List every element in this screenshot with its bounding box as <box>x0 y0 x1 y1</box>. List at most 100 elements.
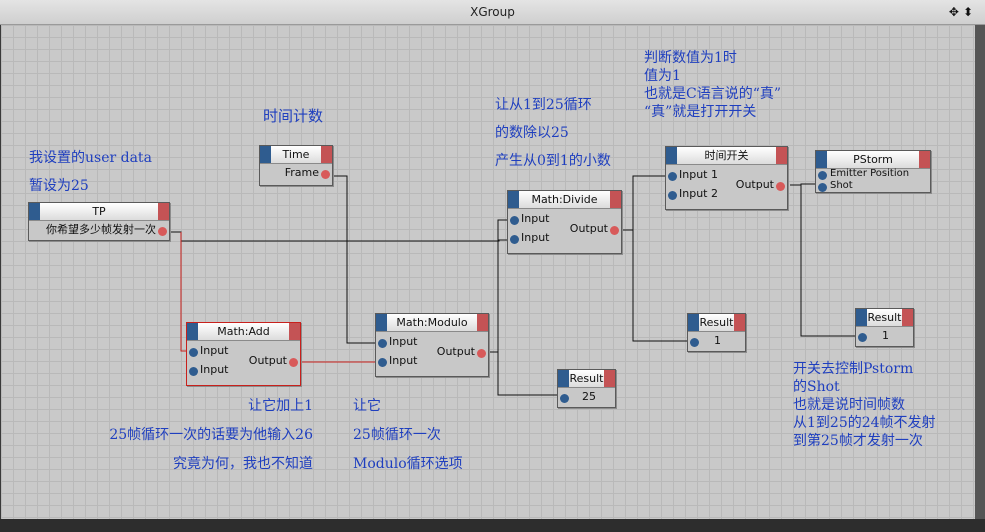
window-controls: ✥ ⬍ <box>949 4 973 20</box>
input-port[interactable] <box>818 171 827 180</box>
note-line: 25帧循环一次 <box>353 427 441 443</box>
note-line: “真”就是打开开关 <box>644 104 757 120</box>
note-user-data: 我设置的user data 暂设为25 <box>29 144 152 200</box>
port-input-label: Input <box>521 231 550 244</box>
result-node-modulo[interactable]: Result 25 <box>557 369 616 408</box>
window-title: XGroup <box>470 5 515 19</box>
node-title: Math:Add <box>187 323 300 341</box>
note-line: 我设置的user data <box>29 150 152 166</box>
note-line: 25帧循环一次的话要为他输入26 <box>109 427 313 443</box>
note-line: 产生从0到1的小数 <box>495 153 611 169</box>
result-value: 1 <box>714 334 721 347</box>
note-line: 也就是说时间帧数 <box>793 397 905 413</box>
port-emitter-position-label: Emitter Position <box>830 168 910 179</box>
note-line: 让它 <box>353 398 381 414</box>
input-port[interactable] <box>189 348 198 357</box>
port-input-label: Input <box>389 335 418 348</box>
output-port[interactable] <box>776 182 785 191</box>
note-line: 从1到25的24帧不发射 <box>793 415 936 431</box>
note-shot: 开关去控制Pstorm 的Shot 也就是说时间帧数 从1到25的24帧不发射 … <box>793 360 936 450</box>
note-judge: 判断数值为1时 值为1 也就是C语言说的“真” “真”就是打开开关 <box>644 49 781 121</box>
port-output-label: Output <box>248 354 287 367</box>
result-node-divide[interactable]: Result 1 <box>687 313 746 352</box>
note-line: 判断数值为1时 <box>644 50 737 66</box>
note-line: 的Shot <box>793 379 840 395</box>
port-input-label: Input <box>521 212 550 225</box>
bottom-bar <box>0 519 985 532</box>
output-port[interactable] <box>477 349 486 358</box>
note-line: 也就是C语言说的“真” <box>644 86 782 102</box>
connection-wires <box>168 175 859 396</box>
input-port[interactable] <box>378 339 387 348</box>
input-port[interactable] <box>818 183 827 192</box>
note-line: 的数除以25 <box>495 125 569 141</box>
port-input-label: Input <box>389 354 418 367</box>
note-line: 开关去控制Pstorm <box>793 361 914 377</box>
node-title: TP <box>29 203 169 221</box>
output-port[interactable] <box>321 170 330 179</box>
note-line: Modulo循环选项 <box>353 456 463 472</box>
input-port[interactable] <box>668 172 677 181</box>
input-port[interactable] <box>189 367 198 376</box>
note-modulo: 让它 25帧循环一次 Modulo循环选项 <box>353 392 463 479</box>
wire-switch-to-pstorm <box>790 183 820 186</box>
math-modulo-node[interactable]: Math:Modulo Input Input Output <box>375 313 489 377</box>
node-title: Time <box>260 146 332 164</box>
math-divide-node[interactable]: Math:Divide Input Input Output <box>507 190 622 254</box>
output-port[interactable] <box>610 226 619 235</box>
input-port[interactable] <box>668 191 677 200</box>
wire-time-to-modulo <box>325 175 379 344</box>
note-line: 让它加上1 <box>248 398 313 414</box>
time-node[interactable]: Time Frame <box>259 145 333 186</box>
output-port[interactable] <box>289 358 298 367</box>
node-title: PStorm <box>816 151 930 169</box>
note-line: 暂设为25 <box>29 178 89 194</box>
wire-divide-to-switch <box>617 175 670 231</box>
note-line: 让从1到25循环 <box>495 97 592 113</box>
wire-modulo-to-result <box>497 352 561 396</box>
note-divide: 让从1到25循环 的数除以25 产生从0到1的小数 <box>495 91 611 175</box>
port-input-label: Input 1 <box>679 168 718 181</box>
pstorm-node[interactable]: PStorm Emitter Position Shot <box>815 150 931 193</box>
node-title: Result <box>856 309 913 327</box>
port-output-label: Output <box>735 178 774 191</box>
window-titlebar: XGroup ✥ ⬍ <box>0 0 985 25</box>
port-input-label: Input <box>200 344 229 357</box>
note-line: 时间计数 <box>263 107 324 125</box>
node-title: 时间开关 <box>666 147 787 165</box>
note-time-count: 时间计数 <box>263 107 323 125</box>
wire-tp-to-divide <box>168 231 512 242</box>
node-title: Result <box>558 370 615 388</box>
note-add: 让它加上1 25帧循环一次的话要为他输入26 究竟为何，我也不知道 <box>81 392 313 479</box>
node-title: Math:Modulo <box>376 314 488 332</box>
input-port[interactable] <box>510 216 519 225</box>
port-frame-label: Frame <box>284 166 319 179</box>
node-title: Result <box>688 314 745 332</box>
port-input-label: Input <box>200 363 229 376</box>
input-port[interactable] <box>378 358 387 367</box>
port-output-label: Output <box>569 222 608 235</box>
node-title: Math:Divide <box>508 191 621 209</box>
time-switch-node[interactable]: 时间开关 Input 1 Input 2 Output <box>665 146 788 210</box>
move-icon[interactable]: ✥ <box>948 5 959 19</box>
input-port[interactable] <box>858 333 867 342</box>
tp-node[interactable]: TP 你希望多少帧发射一次 <box>28 202 170 241</box>
math-add-node[interactable]: Math:Add Input Input Output <box>186 322 301 386</box>
note-line: 究竟为何，我也不知道 <box>173 456 313 472</box>
input-port[interactable] <box>510 235 519 244</box>
result-value: 25 <box>582 390 596 403</box>
vertical-scrollbar[interactable] <box>975 25 985 519</box>
port-input-label: Input 2 <box>679 187 718 200</box>
input-port[interactable] <box>690 338 699 347</box>
note-line: 到第25帧才发射一次 <box>793 433 923 449</box>
port-shot-label: Shot <box>830 180 853 191</box>
output-port[interactable] <box>158 227 167 236</box>
input-port[interactable] <box>560 394 569 403</box>
note-line: 值为1 <box>644 68 681 84</box>
resize-icon[interactable]: ⬍ <box>962 5 973 19</box>
node-editor-canvas[interactable]: Time Frame TP 你希望多少帧发射一次 Math:Add Input … <box>1 25 975 519</box>
port-user-data-label: 你希望多少帧发射一次 <box>46 223 156 236</box>
wire-modulo-to-divide <box>486 219 512 353</box>
result-node-switch[interactable]: Result 1 <box>855 308 914 347</box>
result-value: 1 <box>882 329 889 342</box>
